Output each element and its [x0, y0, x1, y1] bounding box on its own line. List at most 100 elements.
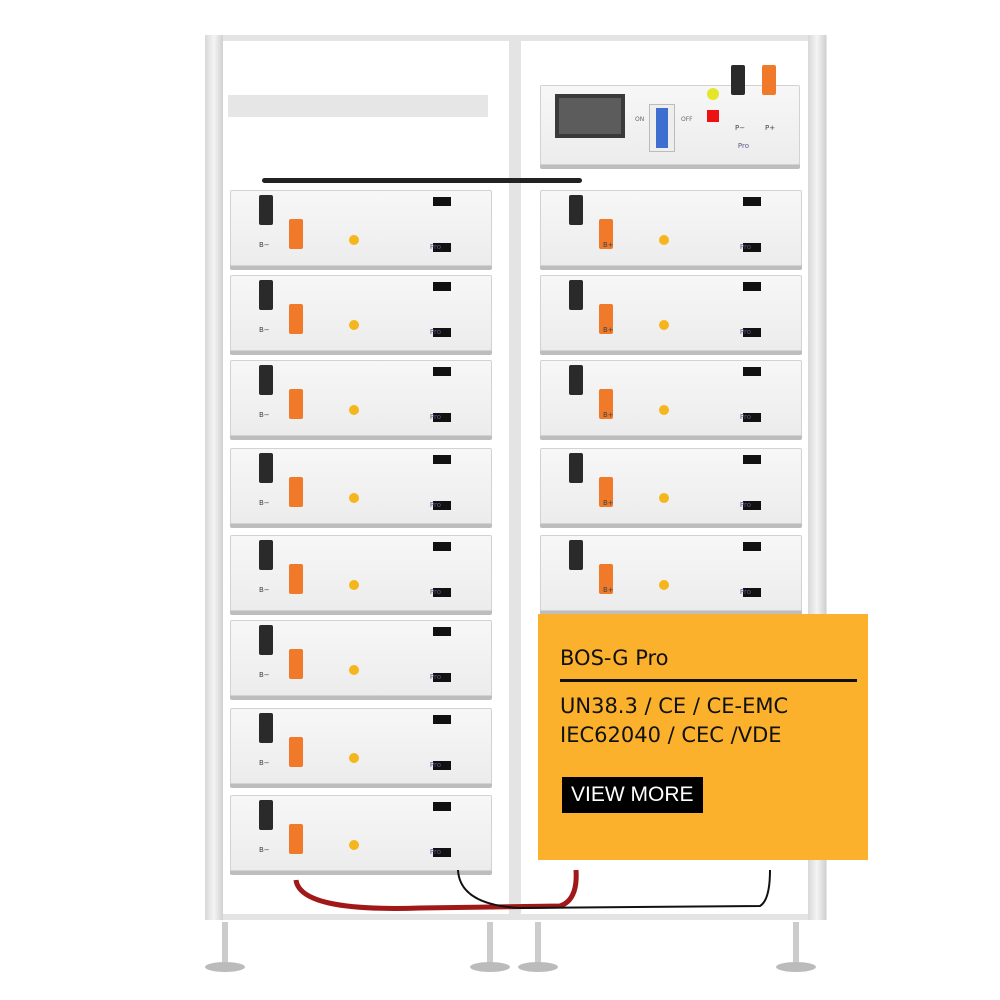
connector-black	[259, 195, 273, 225]
brand-logo	[659, 235, 669, 245]
module-label: Pro	[429, 848, 441, 856]
module-label: Pro	[429, 328, 441, 336]
comm-port	[743, 588, 761, 597]
battery-module: B−Pro	[230, 190, 492, 266]
rack-foot	[776, 962, 816, 972]
connector-black	[259, 625, 273, 655]
rack-leg	[793, 922, 799, 962]
battery-module: B+ Pro	[540, 360, 802, 436]
battery-module: B−Pro	[230, 535, 492, 611]
comm-port	[433, 715, 451, 724]
certifications-line-1: UN38.3 / CE / CE-EMC	[560, 694, 789, 718]
comm-port	[743, 282, 761, 291]
brand-logo	[349, 235, 359, 245]
connector-orange	[289, 737, 303, 767]
product-info-card: BOS-G Pro UN38.3 / CE / CE-EMC IEC62040 …	[538, 614, 868, 860]
battery-module: B+Pro	[540, 190, 802, 266]
battery-module: B−Pro	[230, 620, 492, 696]
module-label: Pro	[739, 328, 751, 336]
module-label: Pro	[739, 413, 751, 421]
terminal-label: B+	[603, 326, 614, 334]
brand-logo	[659, 493, 669, 503]
comm-port	[433, 588, 451, 597]
terminal-label: B−	[259, 241, 270, 249]
connector-orange	[289, 389, 303, 419]
rack-post	[205, 35, 223, 920]
view-more-button[interactable]: VIEW MORE	[562, 777, 703, 813]
terminal-label: B−	[259, 759, 270, 767]
connector-orange	[762, 65, 776, 95]
connector-orange	[599, 477, 613, 507]
comm-port	[433, 673, 451, 682]
comm-port	[743, 542, 761, 551]
module-label: Pro	[429, 761, 441, 769]
connector-orange	[599, 389, 613, 419]
terminal-label: B+	[603, 586, 614, 594]
touch-screen[interactable]	[555, 94, 625, 138]
rack-leg	[535, 922, 541, 962]
comm-port	[743, 413, 761, 422]
terminal-label: B−	[259, 499, 270, 507]
product-title: BOS-G Pro	[560, 646, 669, 670]
connector-black	[259, 540, 273, 570]
comm-port	[743, 501, 761, 510]
module-label: Pro	[429, 501, 441, 509]
module-label: Pro	[739, 501, 751, 509]
breaker-switch[interactable]	[649, 104, 675, 152]
connector-black	[569, 365, 583, 395]
brand-logo	[659, 405, 669, 415]
comm-port	[433, 802, 451, 811]
switch-on-label: ON	[635, 116, 645, 123]
comm-port	[433, 627, 451, 636]
brand-logo	[659, 580, 669, 590]
comm-port	[433, 455, 451, 464]
terminal-label: B−	[259, 326, 270, 334]
connector-black	[259, 280, 273, 310]
rack-foot	[205, 962, 245, 972]
connector-orange	[289, 824, 303, 854]
comm-port	[433, 367, 451, 376]
battery-module: B+Pro	[540, 448, 802, 524]
connector-orange	[599, 304, 613, 334]
terminal-label: B−	[259, 411, 270, 419]
comm-port	[433, 413, 451, 422]
comm-port	[743, 455, 761, 464]
comm-port	[743, 328, 761, 337]
terminal-label: B−	[259, 586, 270, 594]
brand-logo	[659, 320, 669, 330]
connector-black	[569, 540, 583, 570]
connector-orange	[289, 477, 303, 507]
battery-module: B− Pro	[230, 448, 492, 524]
connector-orange	[599, 219, 613, 249]
title-divider	[560, 679, 857, 682]
battery-module: B+ Pro	[540, 275, 802, 351]
comm-port	[433, 761, 451, 770]
module-label: Pro	[739, 243, 751, 251]
connector-orange	[289, 304, 303, 334]
battery-module: B−Pro	[230, 795, 492, 871]
rack-leg	[487, 922, 493, 962]
brand-logo	[349, 665, 359, 675]
battery-module: B−Pro	[230, 360, 492, 436]
brand-logo	[349, 580, 359, 590]
comm-port	[433, 197, 451, 206]
battery-module: B+Pro	[540, 535, 802, 611]
connector-black	[569, 453, 583, 483]
brand-logo	[349, 405, 359, 415]
neg-terminal-label: P−	[735, 124, 746, 132]
comm-port	[433, 501, 451, 510]
brand-logo	[349, 493, 359, 503]
rack-bracket	[228, 95, 488, 117]
connector-black	[569, 195, 583, 225]
connector-orange	[289, 219, 303, 249]
alarm-button[interactable]	[707, 110, 719, 122]
comm-port	[743, 197, 761, 206]
terminal-label: B+	[603, 411, 614, 419]
connector-black	[259, 365, 273, 395]
brand-logo	[349, 320, 359, 330]
rack-leg	[222, 922, 228, 962]
connector-black	[259, 453, 273, 483]
comm-port	[433, 243, 451, 252]
indicator-yellow	[707, 88, 719, 100]
